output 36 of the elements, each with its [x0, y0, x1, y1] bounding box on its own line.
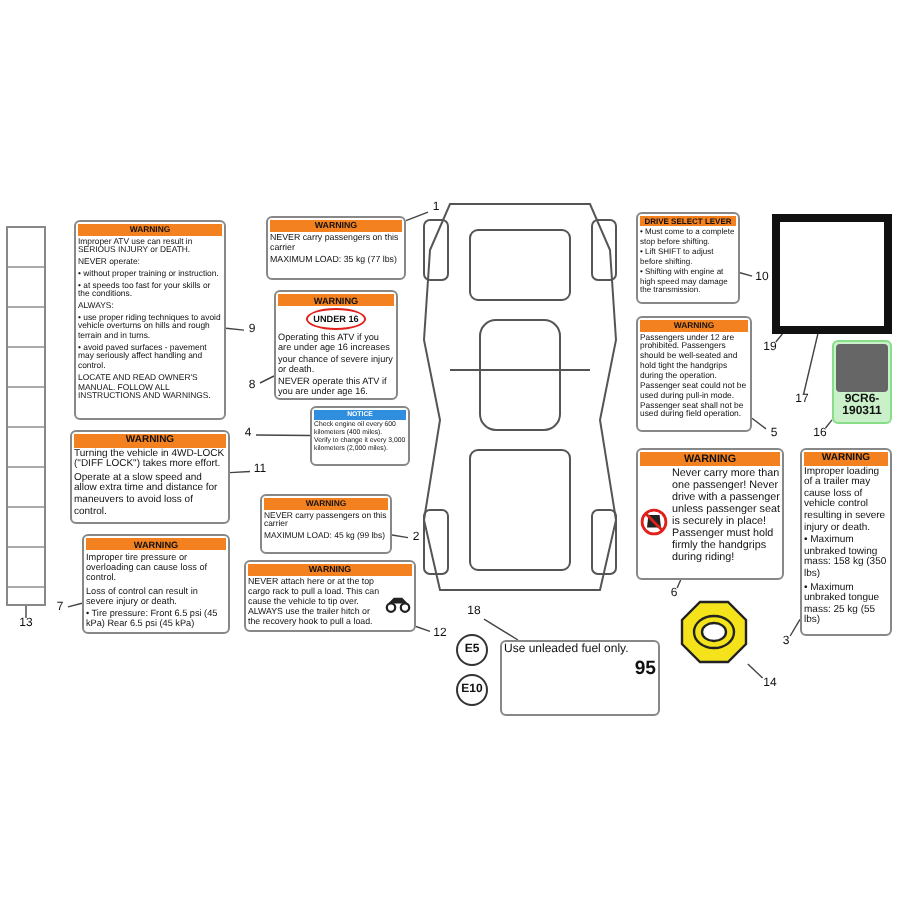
leader-line [751, 417, 767, 430]
leader-line [747, 663, 764, 679]
label-strip [6, 226, 46, 606]
leader-line [259, 375, 275, 384]
leader-line [67, 602, 83, 608]
warning-label [274, 290, 398, 400]
octagon-sticker [680, 600, 748, 664]
leader-line [802, 333, 819, 395]
leader-line [824, 419, 833, 429]
warning-label [636, 448, 784, 580]
warning-label [244, 560, 416, 632]
warning-label [74, 220, 226, 420]
warning-label [70, 430, 230, 524]
leader-line [255, 434, 311, 437]
leader-line [789, 618, 801, 637]
fuel-label [500, 640, 660, 716]
notice-label [310, 406, 410, 466]
leader-line [25, 605, 27, 619]
warning-label [260, 494, 392, 554]
leader-line [229, 470, 251, 474]
leader-line [739, 272, 753, 277]
warning-label [82, 534, 230, 634]
octane-number: 95 [634, 659, 656, 681]
warning-label [800, 448, 892, 636]
leader-line [775, 333, 784, 343]
leader-line [405, 211, 429, 222]
leader-line [225, 327, 245, 331]
warning-label [636, 316, 752, 432]
specification-plate [772, 214, 892, 334]
leader-line [483, 618, 519, 641]
leader-line [676, 579, 682, 589]
parts-card [832, 340, 892, 424]
leader-line [415, 625, 431, 633]
warning-label [266, 216, 406, 280]
leader-line [391, 534, 409, 539]
instruction-label [636, 212, 740, 304]
